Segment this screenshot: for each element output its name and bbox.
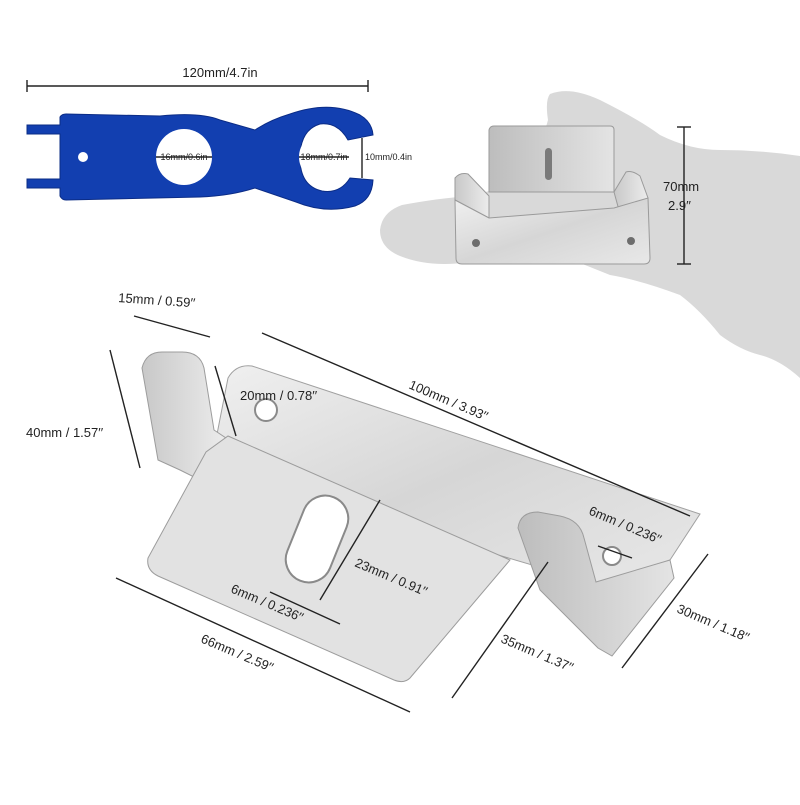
- lip-width-label: 15mm / 0.59′′: [118, 290, 197, 310]
- small-bracket-height-label-mm: 70mm: [663, 179, 699, 194]
- small-bracket-hole-right: [627, 237, 635, 245]
- wrench-length-label: 120mm/4.7in: [182, 65, 257, 80]
- length-dimension: [261, 332, 691, 517]
- foot-depth-label: 35mm / 1.37′′: [499, 631, 576, 675]
- right-height-dimension: [621, 553, 709, 669]
- bracket-top-hole: [254, 398, 278, 422]
- small-bracket-slot: [545, 148, 552, 180]
- wrench-hang-hole: [78, 152, 88, 162]
- lip-height-dimension: [109, 349, 141, 469]
- small-bracket-left-lip: [454, 173, 490, 219]
- lip-height-label: 40mm / 1.57′′: [26, 425, 104, 440]
- lip-width-dimension: [133, 315, 211, 338]
- base-width-dimension: [115, 577, 411, 713]
- wrench-jaw-label: 10mm/0.4in: [365, 152, 412, 162]
- bracket-slot: [284, 494, 350, 584]
- top-hole-dimension: [214, 365, 237, 437]
- wrench-illustration: 120mm/4.7in 16mm/0.6in 18mm/0.7in 10mm/0…: [26, 65, 412, 210]
- right-hole-dimension: [597, 545, 633, 559]
- bracket-right-hole: [602, 546, 622, 566]
- foot-depth-dimension: [451, 561, 549, 699]
- bracket-right-flange: [517, 511, 675, 657]
- small-bracket-base-plate: [454, 197, 651, 265]
- top-hole-label: 20mm / 0.78′′: [240, 388, 318, 403]
- hand-scale-illustration: 70mm 2.9′′: [380, 91, 800, 378]
- bracket-left-lip: [141, 351, 227, 481]
- wrench-left-hole-label: 16mm/0.6in: [160, 152, 207, 162]
- wrench-right-hole-label: 18mm/0.7in: [300, 152, 347, 162]
- slot-width-dimension: [269, 591, 341, 625]
- slot-length-dimension: [319, 499, 381, 601]
- base-width-label: 66mm / 2.59′′: [199, 631, 276, 675]
- small-bracket-height-label-in: 2.9′′: [668, 198, 692, 213]
- small-bracket-hole-left: [472, 239, 480, 247]
- large-bracket-illustration: [141, 351, 701, 683]
- right-height-label: 30mm / 1.18′′: [675, 601, 752, 645]
